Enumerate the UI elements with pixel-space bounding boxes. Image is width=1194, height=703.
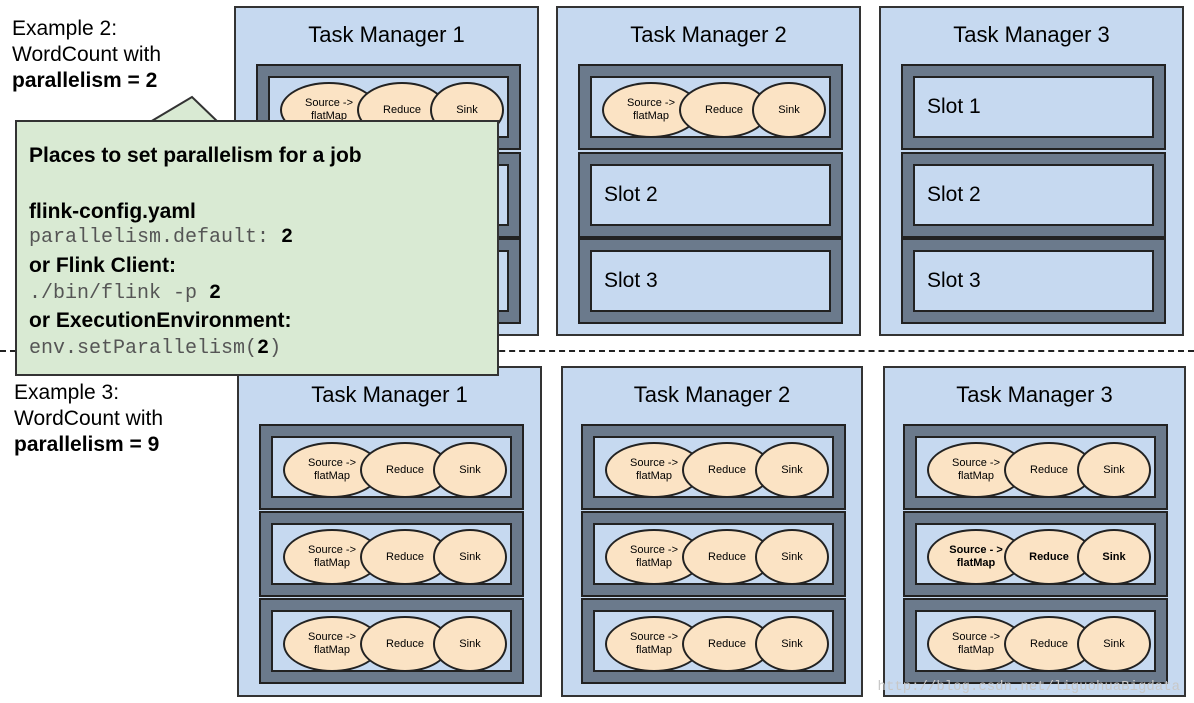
slot-2: Slot 2 — [901, 152, 1166, 238]
slot-1: Source -> flatMap Reduce Sink — [578, 64, 843, 150]
slot-label: Slot 2 — [604, 183, 658, 206]
slot-inner: Source -> flatMap Reduce Sink — [915, 610, 1156, 672]
task-manager-title: Task Manager 3 — [956, 382, 1113, 407]
slot-inner: Slot 3 — [590, 250, 831, 312]
example-2-title: Example 2: — [12, 17, 118, 40]
example-3-parallelism: parallelism = 9 — [14, 433, 160, 456]
bottom-task-manager-1: Task Manager 1 Source -> flatMap Reduce … — [237, 366, 542, 697]
slot-inner: Source -> flatMap Reduce Sink — [593, 610, 834, 672]
slot-inner: Slot 3 — [913, 250, 1154, 312]
env-code-close: ) — [269, 337, 282, 360]
slot-inner: Source -> flatMap Reduce Sink — [915, 436, 1156, 498]
callout-env-code: env.setParallelism(2) — [29, 337, 281, 360]
slot-3: Source -> flatMap Reduce Sink — [581, 598, 846, 684]
slot-2: Source -> flatMap Reduce Sink — [259, 511, 524, 597]
example-3-subtitle: WordCount with — [14, 407, 164, 430]
slot-3: Slot 3 — [578, 238, 843, 324]
operator-sink: Sink — [755, 442, 829, 498]
callout-client-label: or Flink Client: — [29, 254, 176, 277]
slot-3: Source -> flatMap Reduce Sink — [259, 598, 524, 684]
example-divider — [0, 350, 1194, 352]
operator-sink: Sink — [433, 616, 507, 672]
slot-3: Source -> flatMap Reduce Sink — [903, 598, 1168, 684]
slot-label: Slot 2 — [927, 183, 981, 206]
client-code-text: ./bin/flink -p — [29, 282, 210, 305]
slot-inner: Slot 2 — [590, 164, 831, 226]
operator-source-flatmap: Source -> flatMap — [605, 442, 703, 498]
callout-env-label: or ExecutionEnvironment: — [29, 309, 292, 332]
operator-reduce: Reduce — [682, 616, 772, 672]
slot-inner: Source - > flatMap Reduce Sink — [915, 523, 1156, 585]
task-manager-title: Task Manager 3 — [953, 22, 1110, 47]
slot-inner: Source -> flatMap Reduce Sink — [593, 436, 834, 498]
example-3-title: Example 3: — [14, 381, 120, 404]
operator-sink: Sink — [433, 529, 507, 585]
slot-inner: Source -> flatMap Reduce Sink — [590, 76, 831, 138]
slot-1: Slot 1 — [901, 64, 1166, 150]
slot-2: Slot 2 — [578, 152, 843, 238]
slot-inner: Slot 2 — [913, 164, 1154, 226]
task-manager-title: Task Manager 1 — [308, 22, 465, 47]
bottom-task-manager-3: Task Manager 3 Source -> flatMap Reduce … — [883, 366, 1186, 697]
example-2-parallelism: parallelism = 2 — [12, 69, 158, 92]
env-code-text: env.setParallelism( — [29, 337, 258, 360]
operator-sink: Sink — [433, 442, 507, 498]
client-code-value: 2 — [209, 282, 222, 305]
config-code-value: 2 — [281, 226, 294, 249]
slot-inner: Slot 1 — [913, 76, 1154, 138]
operator-sink: Sink — [1077, 529, 1151, 585]
env-code-value: 2 — [257, 337, 270, 360]
slot-inner: Source -> flatMap Reduce Sink — [593, 523, 834, 585]
task-manager-title: Task Manager 1 — [311, 382, 468, 407]
slot-label: Slot 1 — [927, 95, 981, 118]
operator-sink: Sink — [1077, 616, 1151, 672]
callout-heading: Places to set parallelism for a job — [29, 144, 362, 167]
example-2-subtitle: WordCount with — [12, 43, 162, 66]
callout-config-code: parallelism.default: 2 — [29, 226, 293, 249]
slot-label: Slot 3 — [604, 269, 658, 292]
slot-2: Source -> flatMap Reduce Sink — [581, 511, 846, 597]
callout-pointer-shape — [146, 95, 221, 123]
slot-1: Source -> flatMap Reduce Sink — [903, 424, 1168, 510]
callout-client-code: ./bin/flink -p 2 — [29, 282, 221, 305]
task-manager-title: Task Manager 2 — [630, 22, 787, 47]
parallelism-callout: Places to set parallelism for a job flin… — [15, 120, 499, 376]
task-manager-title: Task Manager 2 — [633, 382, 791, 407]
slot-inner: Source -> flatMap Reduce Sink — [271, 523, 512, 585]
watermark: http://blog.csdn.net/liguohuaBigdata — [877, 679, 1180, 695]
slot-1: Source -> flatMap Reduce Sink — [581, 424, 846, 510]
slot-inner: Source -> flatMap Reduce Sink — [271, 610, 512, 672]
top-task-manager-2: Task Manager 2 Source -> flatMap Reduce … — [556, 6, 861, 336]
example-3-label: Example 3: WordCount with parallelism = … — [14, 380, 163, 458]
bottom-task-manager-2: Task Manager 2 Source -> flatMap Reduce … — [561, 366, 863, 697]
top-task-manager-3: Task Manager 3 Slot 1 Slot 2 Slot 3 — [879, 6, 1184, 336]
slot-2: Source - > flatMap Reduce Sink — [903, 511, 1168, 597]
callout-config-label: flink-config.yaml — [29, 200, 196, 223]
config-code-text: parallelism.default: — [29, 226, 282, 249]
operator-reduce: Reduce — [1004, 442, 1094, 498]
slot-inner: Source -> flatMap Reduce Sink — [271, 436, 512, 498]
operator-sink: Sink — [755, 529, 829, 585]
slot-3: Slot 3 — [901, 238, 1166, 324]
slot-1: Source -> flatMap Reduce Sink — [259, 424, 524, 510]
operator-sink: Sink — [755, 616, 829, 672]
example-2-label: Example 2: WordCount with parallelism = … — [12, 16, 161, 94]
operator-sink: Sink — [752, 82, 826, 138]
slot-label: Slot 3 — [927, 269, 981, 292]
operator-sink: Sink — [1077, 442, 1151, 498]
